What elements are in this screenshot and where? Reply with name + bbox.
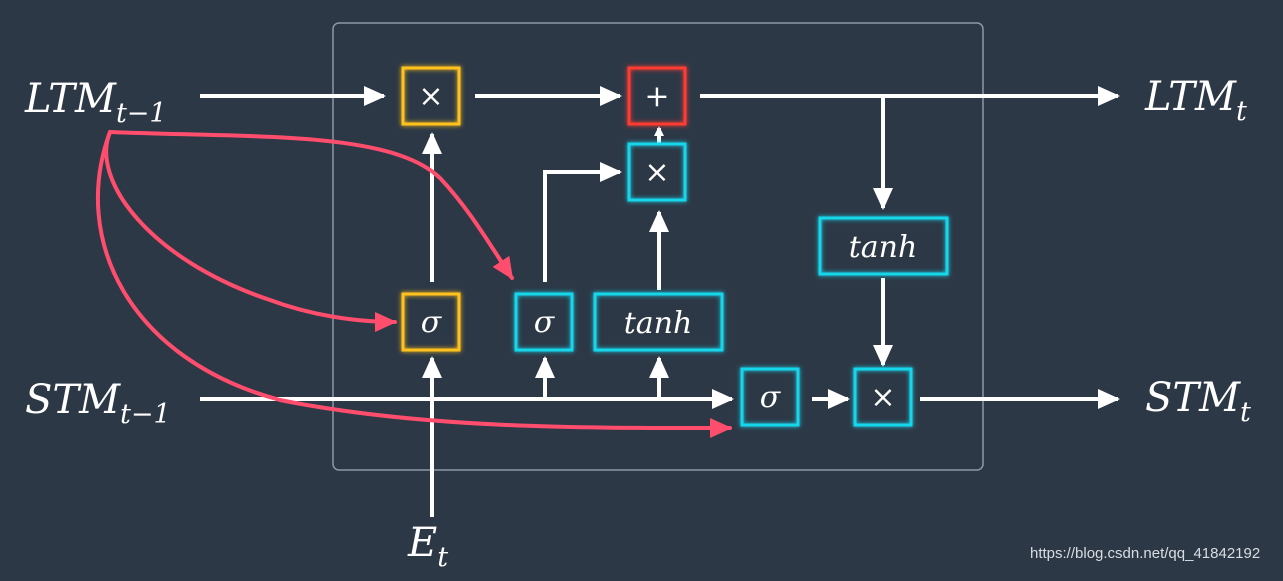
learn-tanh-label: tanh xyxy=(624,306,693,341)
learn-tanh-node xyxy=(593,292,724,352)
add-node xyxy=(627,66,687,126)
peephole-to-learn-sigma xyxy=(108,130,514,280)
cell-frame xyxy=(332,22,984,471)
learn-sigma-label: σ xyxy=(534,305,556,340)
learn-multiply-node xyxy=(627,142,687,202)
peephole-to-use-sigma xyxy=(95,130,732,439)
add-label: + xyxy=(644,79,669,114)
stm-next-label: STMt xyxy=(1145,375,1251,428)
learn-multiply-label: × xyxy=(644,155,669,190)
arrow-learnsigma-to-mult xyxy=(543,162,622,282)
ltm-prev-label: LTMt−1 xyxy=(24,76,167,129)
forget-sigma-label: σ xyxy=(421,305,443,340)
use-multiply-label: × xyxy=(870,380,895,415)
watermark: https://blog.csdn.net/qq_41842192 xyxy=(1030,545,1261,562)
peephole-to-forget-sigma xyxy=(104,130,397,332)
stm-prev-label: STMt−1 xyxy=(25,377,171,430)
use-multiply-node xyxy=(853,367,913,427)
ltm-next-label: LTMt xyxy=(1144,74,1247,127)
forget-sigma-node xyxy=(401,292,461,352)
use-sigma-label: σ xyxy=(760,380,782,415)
forget-multiply-node xyxy=(401,66,461,126)
learn-sigma-node xyxy=(514,292,574,352)
use-tanh-node xyxy=(818,216,949,276)
use-tanh-label: tanh xyxy=(849,230,918,265)
event-label: Et xyxy=(407,520,448,573)
use-sigma-node xyxy=(740,367,800,427)
forget-multiply-label: × xyxy=(418,79,443,114)
